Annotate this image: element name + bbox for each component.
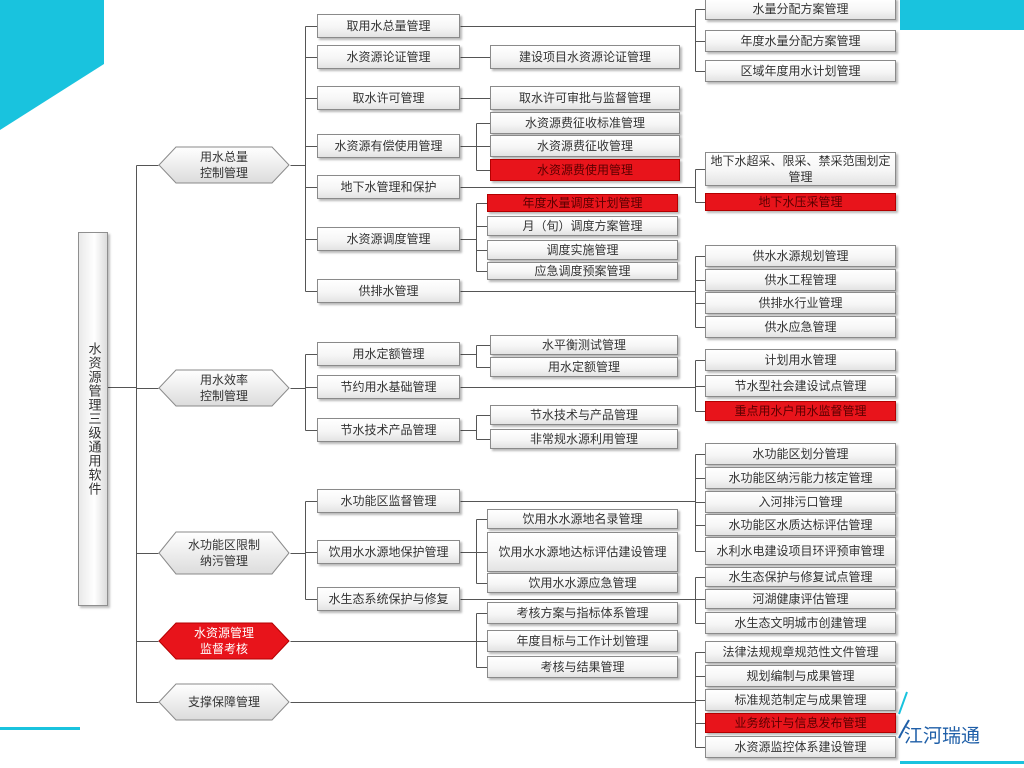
level3-item: 调度实施管理 bbox=[487, 240, 678, 260]
level2-item: 水功能区监督管理 bbox=[317, 489, 460, 513]
level3-item: 水生态文明城市创建管理 bbox=[705, 612, 896, 634]
level2-item: 用水定额管理 bbox=[317, 342, 460, 366]
level3-item: 建设项目水资源论证管理 bbox=[490, 45, 680, 69]
company-logo: 江河瑞通 bbox=[904, 725, 981, 747]
level3-item: 水功能区水质达标评估管理 bbox=[705, 514, 896, 536]
level3-item: 年度目标与工作计划管理 bbox=[487, 630, 678, 652]
level3-item: 供水工程管理 bbox=[705, 269, 896, 291]
level3-item: 规划编制与成果管理 bbox=[705, 665, 896, 687]
level3-item-highlighted: 地下水压采管理 bbox=[705, 193, 896, 211]
category-water-efficiency: 用水效率 控制管理 bbox=[158, 369, 290, 407]
level3-item: 取水许可审批与监督管理 bbox=[490, 86, 680, 110]
level2-item: 节约用水基础管理 bbox=[317, 375, 460, 399]
root-node: 水资源管理三级通用软件 bbox=[78, 232, 108, 606]
top-right-accent bbox=[900, 0, 1024, 30]
category-water-function-zone: 水功能区限制 纳污管理 bbox=[158, 531, 290, 575]
level2-item: 水资源有偿使用管理 bbox=[317, 134, 460, 158]
level2-item: 水生态系统保护与修复 bbox=[317, 587, 460, 611]
level2-item: 节水技术产品管理 bbox=[317, 418, 460, 442]
level3-item: 水功能区纳污能力核定管理 bbox=[705, 467, 896, 489]
level2-item: 地下水管理和保护 bbox=[317, 175, 460, 199]
bottom-right-accent-line bbox=[900, 761, 1024, 764]
level3-item-highlighted: 业务统计与信息发布管理 bbox=[705, 713, 896, 733]
top-left-accent bbox=[0, 0, 104, 130]
level3-item-highlighted: 年度水量调度计划管理 bbox=[487, 194, 678, 212]
category-label: 支撑保障管理 bbox=[187, 695, 260, 709]
level3-item: 区域年度用水计划管理 bbox=[705, 60, 896, 82]
level3-item: 计划用水管理 bbox=[705, 349, 896, 371]
level3-item: 水量分配方案管理 bbox=[705, 0, 896, 20]
category-label: 水资源管理 监督考核 bbox=[193, 626, 254, 656]
level3-item: 应急调度预案管理 bbox=[487, 262, 678, 280]
category-label: 用水总量 控制管理 bbox=[199, 150, 248, 180]
level3-item: 入河排污口管理 bbox=[705, 491, 896, 513]
level3-item: 供水应急管理 bbox=[705, 316, 896, 338]
level3-item: 水资源费征收管理 bbox=[490, 135, 680, 157]
level3-item: 用水定额管理 bbox=[490, 357, 678, 377]
level3-item-highlighted: 重点用水户用水监督管理 bbox=[705, 401, 896, 421]
level3-item: 年度水量分配方案管理 bbox=[705, 30, 896, 52]
category-total-water-use: 用水总量 控制管理 bbox=[158, 146, 290, 184]
level3-item: 考核方案与指标体系管理 bbox=[487, 602, 678, 624]
level3-item: 饮用水水源地达标评估建设管理 bbox=[487, 532, 678, 572]
level3-item: 供排水行业管理 bbox=[705, 292, 896, 314]
level3-item: 水生态保护与修复试点管理 bbox=[705, 567, 896, 587]
level3-item: 非常规水源利用管理 bbox=[490, 429, 678, 449]
level2-item: 取用水总量管理 bbox=[317, 14, 460, 38]
bottom-left-accent-line bbox=[0, 727, 80, 730]
logo-mark-icon bbox=[898, 691, 910, 739]
level3-item: 节水型社会建设试点管理 bbox=[705, 375, 896, 397]
level3-item: 水资源费征收标准管理 bbox=[490, 112, 680, 134]
level2-item: 水资源调度管理 bbox=[317, 227, 460, 251]
level2-item: 水资源论证管理 bbox=[317, 45, 460, 69]
level2-item: 供排水管理 bbox=[317, 279, 460, 303]
root-label: 水资源管理三级通用软件 bbox=[85, 342, 101, 496]
level3-item: 标准规范制定与成果管理 bbox=[705, 689, 896, 711]
level3-item: 河湖健康评估管理 bbox=[705, 589, 896, 609]
level3-item: 法律法规规章规范性文件管理 bbox=[705, 641, 896, 663]
level3-item: 饮用水水源地名录管理 bbox=[487, 509, 678, 529]
level3-item: 水资源监控体系建设管理 bbox=[705, 736, 896, 758]
level3-item: 饮用水水源应急管理 bbox=[487, 573, 678, 593]
category-supervision-assessment: 水资源管理 监督考核 bbox=[158, 622, 290, 660]
level2-item: 取水许可管理 bbox=[317, 86, 460, 110]
level3-item-highlighted: 水资源费使用管理 bbox=[490, 159, 680, 181]
level2-item: 饮用水水源地保护管理 bbox=[317, 540, 460, 564]
level3-item: 供水水源规划管理 bbox=[705, 245, 896, 267]
category-label: 用水效率 控制管理 bbox=[199, 373, 248, 403]
level3-item: 月（旬）调度方案管理 bbox=[487, 216, 678, 236]
category-label: 水功能区限制 纳污管理 bbox=[187, 538, 260, 568]
level3-item: 水平衡测试管理 bbox=[490, 335, 678, 355]
level3-item: 水利水电建设项目环评预审管理 bbox=[705, 537, 896, 565]
level3-item: 节水技术与产品管理 bbox=[490, 405, 678, 425]
category-support-guarantee: 支撑保障管理 bbox=[158, 683, 290, 721]
level3-item: 水功能区划分管理 bbox=[705, 443, 896, 465]
level3-item: 地下水超采、限采、禁采范围划定管理 bbox=[705, 152, 896, 186]
level3-item: 考核与结果管理 bbox=[487, 656, 678, 678]
